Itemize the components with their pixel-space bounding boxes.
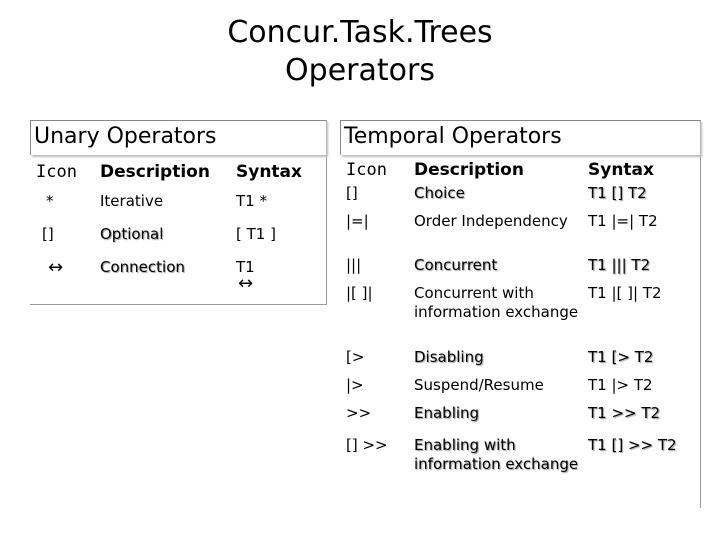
table-row: |> Suspend/Resume T1 |> T2 (346, 376, 698, 404)
operator-syntax: T1 [] >> T2 (588, 436, 677, 454)
operator-icon: |> (346, 376, 364, 394)
operator-description: Iterative (100, 192, 164, 210)
unary-operators-panel: Unary Operators (30, 120, 327, 305)
operator-icon: [] >> (346, 436, 388, 454)
table-row: * Iterative T1 * (36, 192, 326, 225)
operator-syntax: T1 [> T2 (588, 348, 654, 366)
operator-description: Disabling (414, 348, 484, 366)
operator-icon: [] (42, 225, 54, 243)
table-row: ↔ Connection T1 ↔ (36, 257, 326, 294)
operator-syntax: T1 * (236, 192, 267, 210)
table-header-row: Icon Description Syntax (36, 162, 326, 192)
operator-description: Concurrent with information exchange (414, 284, 579, 321)
connection-arrow-icon: ↔ (48, 257, 64, 278)
operator-icon: [] (346, 184, 358, 202)
table-row: ||| Concurrent T1 ||| T2 (346, 256, 698, 284)
operator-icon: * (46, 192, 54, 210)
column-header-description: Description (100, 162, 210, 182)
operator-description: Concurrent (414, 256, 498, 274)
table-row: [] Choice T1 [] T2 (346, 184, 698, 212)
operator-description: Enabling with information exchange (414, 436, 579, 473)
column-header-icon: Icon (36, 162, 77, 182)
title-line-2: Operators (285, 53, 435, 88)
unary-operators-heading: Unary Operators (30, 120, 326, 155)
operator-description: Choice (414, 184, 465, 202)
operator-description: Suspend/Resume (414, 376, 544, 394)
column-header-syntax: Syntax (588, 160, 654, 180)
operator-description: Optional (100, 225, 164, 243)
operator-syntax: [ T1 ] (236, 225, 276, 243)
operator-icon: [> (346, 348, 365, 366)
operator-syntax: T1 |=| T2 (588, 212, 658, 230)
column-header-syntax: Syntax (236, 162, 302, 182)
table-header-row: Icon Description Syntax (346, 160, 698, 184)
unary-operators-table: Icon Description Syntax * Iterative T1 *… (36, 162, 326, 294)
operator-description: Connection (100, 258, 185, 276)
operator-icon: >> (346, 404, 372, 422)
temporal-operators-panel: Temporal Operators (340, 120, 701, 508)
column-header-icon: Icon (346, 160, 387, 180)
operator-description: Enabling (414, 404, 480, 422)
temporal-operators-heading: Temporal Operators (340, 120, 700, 155)
slide-title: Concur.Task.Trees Operators (0, 14, 720, 90)
table-row: |=| Order Independency T1 |=| T2 (346, 212, 698, 256)
operator-icon: ||| (346, 256, 362, 274)
operator-syntax: T1 [] T2 (588, 184, 647, 202)
table-row: [] Optional [ T1 ] (36, 225, 326, 258)
table-row: >> Enabling T1 >> T2 (346, 404, 698, 436)
temporal-operators-table: Icon Description Syntax [] Choice T1 [] … (346, 160, 698, 498)
table-row: |[ ]| Concurrent with information exchan… (346, 284, 698, 348)
operator-syntax: T1 |[ ]| T2 (588, 284, 662, 302)
syntax-text: T1 (236, 258, 255, 276)
table-row: [> Disabling T1 [> T2 (346, 348, 698, 376)
operator-syntax: T1 >> T2 (588, 404, 661, 422)
title-line-1: Concur.Task.Trees (227, 15, 493, 50)
operator-icon: |=| (346, 212, 369, 230)
operator-description: Order Independency (414, 212, 568, 230)
table-row: [] >> Enabling with information exchange… (346, 436, 698, 498)
operator-syntax: T1 ↔ (236, 258, 326, 294)
column-header-description: Description (414, 160, 524, 180)
operator-syntax: T1 |> T2 (588, 376, 653, 394)
connection-arrow-icon: ↔ (238, 273, 254, 294)
operator-icon: |[ ]| (346, 284, 373, 302)
operator-syntax: T1 ||| T2 (588, 256, 651, 274)
